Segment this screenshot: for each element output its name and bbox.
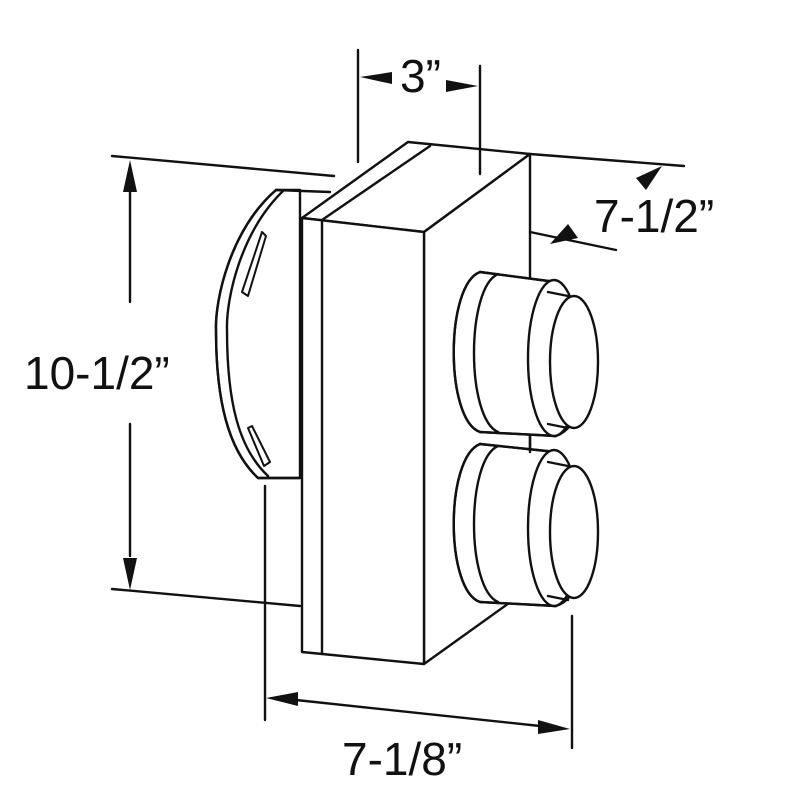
dimension-label-7-1-2in: 7-1/2” xyxy=(594,190,714,242)
collar-slot-lower xyxy=(247,425,271,467)
dimension-depth-top: 3” xyxy=(356,48,482,176)
outlet-pipe-lower xyxy=(452,442,600,608)
dimension-width-right: 7-1/2” xyxy=(528,152,714,252)
outlet-pipe-upper xyxy=(452,270,600,438)
collar-slot-upper xyxy=(241,231,267,297)
dimension-label-10-1-2in: 10-1/2” xyxy=(24,347,170,399)
dimension-label-3in: 3” xyxy=(400,50,441,102)
dimension-height-left: 10-1/2” xyxy=(24,154,336,608)
rear-collar xyxy=(214,188,332,480)
dimension-label-7-1-8in: 7-1/8” xyxy=(342,733,462,785)
dimension-depth-bottom: 7-1/8” xyxy=(263,484,574,785)
